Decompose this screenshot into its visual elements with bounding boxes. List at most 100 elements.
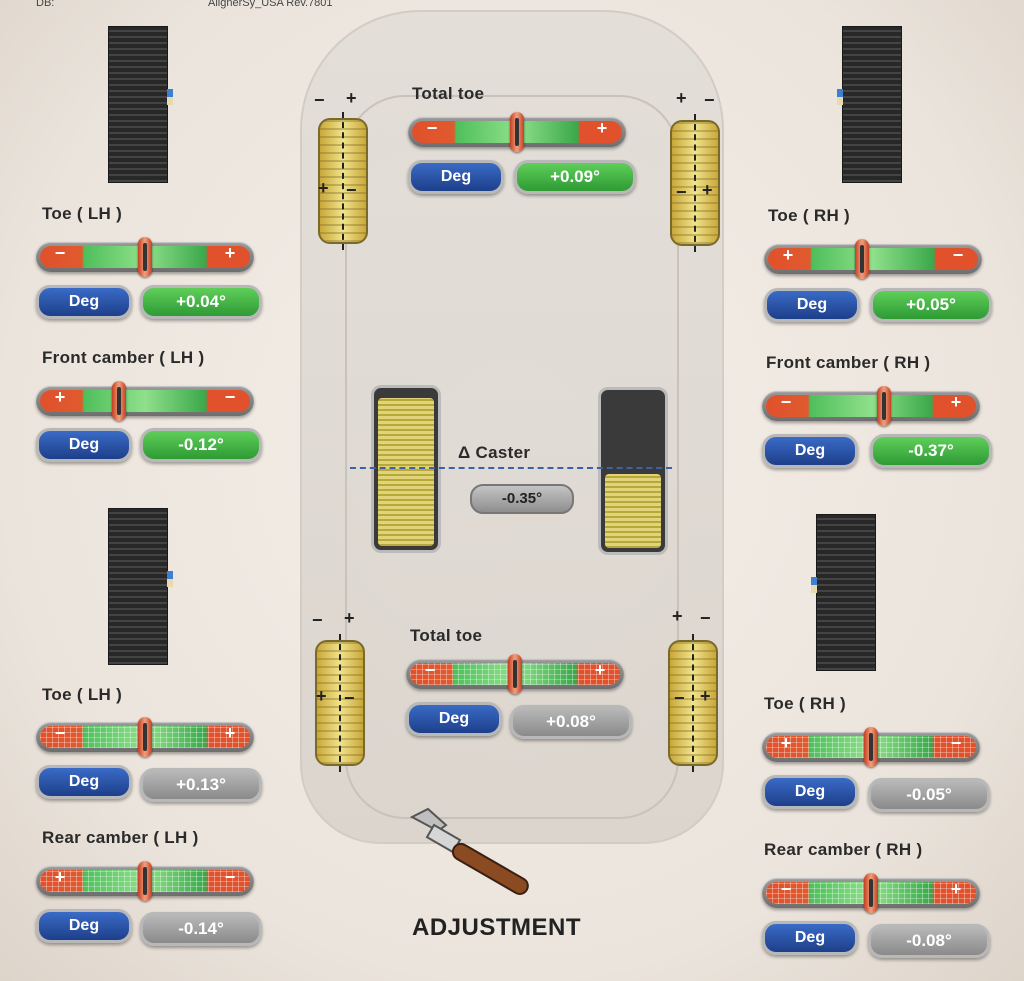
front-total-toe-value: +0.09° [514,160,636,194]
tire-tread-icon [811,514,876,671]
rear-camber-lh-value: -0.14° [140,912,262,946]
wheel-plus-mark: + [316,686,327,706]
rear-camber-lh-bar: + − [36,861,254,901]
rear-toe-lh-label: Toe ( LH ) [42,685,123,704]
rear-toe-rh-value: -0.05° [868,778,990,812]
wheel-plus-mark: + [344,608,355,628]
plus-icon: + [596,118,608,138]
front-camber-lh-value: -0.12° [140,428,262,462]
caster-reference-line [350,467,672,469]
indicator-knob [111,381,126,421]
wrench-icon[interactable] [398,805,548,900]
minus-icon: − [950,733,962,753]
wheel-minus-mark: − [674,688,685,708]
indicator-knob [510,112,524,152]
wheel-plus-mark: + [346,88,357,108]
front-camber-rh-bar: − + [762,386,980,426]
car-cabin-outline [345,95,679,819]
page-title: ADJUSTMENT [412,914,582,941]
plus-icon: + [782,245,794,265]
indicator-knob [864,873,878,913]
rear-total-toe-bar: − + [406,654,624,694]
front-toe-rh-value: +0.05° [870,288,992,322]
rear-camber-rh-bar: − + [762,873,980,913]
wheel-minus-mark: − [704,90,715,110]
indicator-knob [877,386,892,426]
header-left: DB: [36,0,55,9]
minus-icon: − [424,660,436,680]
front-camber-lh-bar: + − [36,381,254,421]
wheel-minus-mark: − [700,608,711,628]
rear-toe-lh-value: +0.13° [140,768,262,802]
plus-icon: + [224,243,236,263]
header-center: AlignerSy_USA Rev.7801 [208,0,333,9]
rear-toe-lh-bar: − + [36,717,254,757]
deg-button[interactable]: Deg [36,765,132,799]
front-toe-lh-label: Toe ( LH ) [42,204,123,223]
deg-button[interactable]: Deg [764,288,860,322]
wheel-minus-mark: − [676,182,687,202]
front-toe-rh-label: Toe ( RH ) [768,206,851,225]
deg-button[interactable]: Deg [408,160,504,194]
rear-camber-rh-value: -0.08° [868,924,990,958]
wheel-icon [318,112,368,250]
wheel-plus-mark: + [676,88,687,108]
rear-total-toe-label: Total toe [410,626,483,645]
rear-camber-rh-label: Rear camber ( RH ) [764,840,923,859]
deg-button[interactable]: Deg [762,775,858,809]
tire-tread-icon [837,26,902,183]
front-camber-lh-label: Front camber ( LH ) [42,348,205,367]
wheel-plus-mark: + [672,606,683,626]
deg-button[interactable]: Deg [762,921,858,955]
plus-icon: + [224,723,236,743]
deg-button[interactable]: Deg [762,434,858,468]
wheel-plus-mark: + [702,180,713,200]
minus-icon: − [54,243,66,263]
plus-icon: + [54,387,66,407]
wheel-icon [668,634,718,772]
minus-icon: − [952,245,964,265]
tire-tread-icon [108,508,173,665]
plus-icon: + [594,660,606,680]
front-camber-rh-value: -0.37° [870,434,992,468]
minus-icon: − [780,879,792,899]
deg-button[interactable]: Deg [36,285,132,319]
deg-button[interactable]: Deg [406,702,502,736]
wheel-plus-mark: + [318,178,329,198]
plus-icon: + [54,867,66,887]
front-toe-lh-bar: − + [36,237,254,277]
plus-icon: + [950,392,962,412]
front-toe-rh-bar: + − [764,239,982,279]
indicator-knob [855,239,870,279]
front-total-toe-label: Total toe [412,84,485,103]
wheel-minus-mark: − [314,90,325,110]
indicator-knob [138,237,152,277]
deg-button[interactable]: Deg [36,428,132,462]
minus-icon: − [426,118,438,138]
wheel-minus-mark: − [312,610,323,630]
wheel-minus-mark: − [344,688,355,708]
caster-gauge-right [598,387,668,555]
wheel-plus-mark: + [700,686,711,706]
plus-icon: + [950,879,962,899]
minus-icon: − [224,867,236,887]
wheel-minus-mark: − [346,180,357,200]
rear-toe-rh-label: Toe ( RH ) [764,694,847,713]
front-toe-lh-value: +0.04° [140,285,262,319]
front-camber-rh-label: Front camber ( RH ) [766,353,931,372]
wheel-icon [670,114,720,252]
rear-toe-rh-bar: + − [762,727,980,767]
indicator-knob [138,861,152,901]
minus-icon: − [224,387,236,407]
caster-value: -0.35° [470,484,574,514]
deg-button[interactable]: Deg [36,909,132,943]
indicator-knob [138,717,152,757]
caster-gauge-left [371,385,441,553]
wheel-icon [315,634,365,772]
rear-total-toe-value: +0.08° [510,705,632,739]
indicator-knob [508,654,522,694]
minus-icon: − [780,392,792,412]
indicator-knob [864,727,878,767]
front-total-toe-bar: − + [408,112,626,152]
rear-camber-lh-label: Rear camber ( LH ) [42,828,199,847]
